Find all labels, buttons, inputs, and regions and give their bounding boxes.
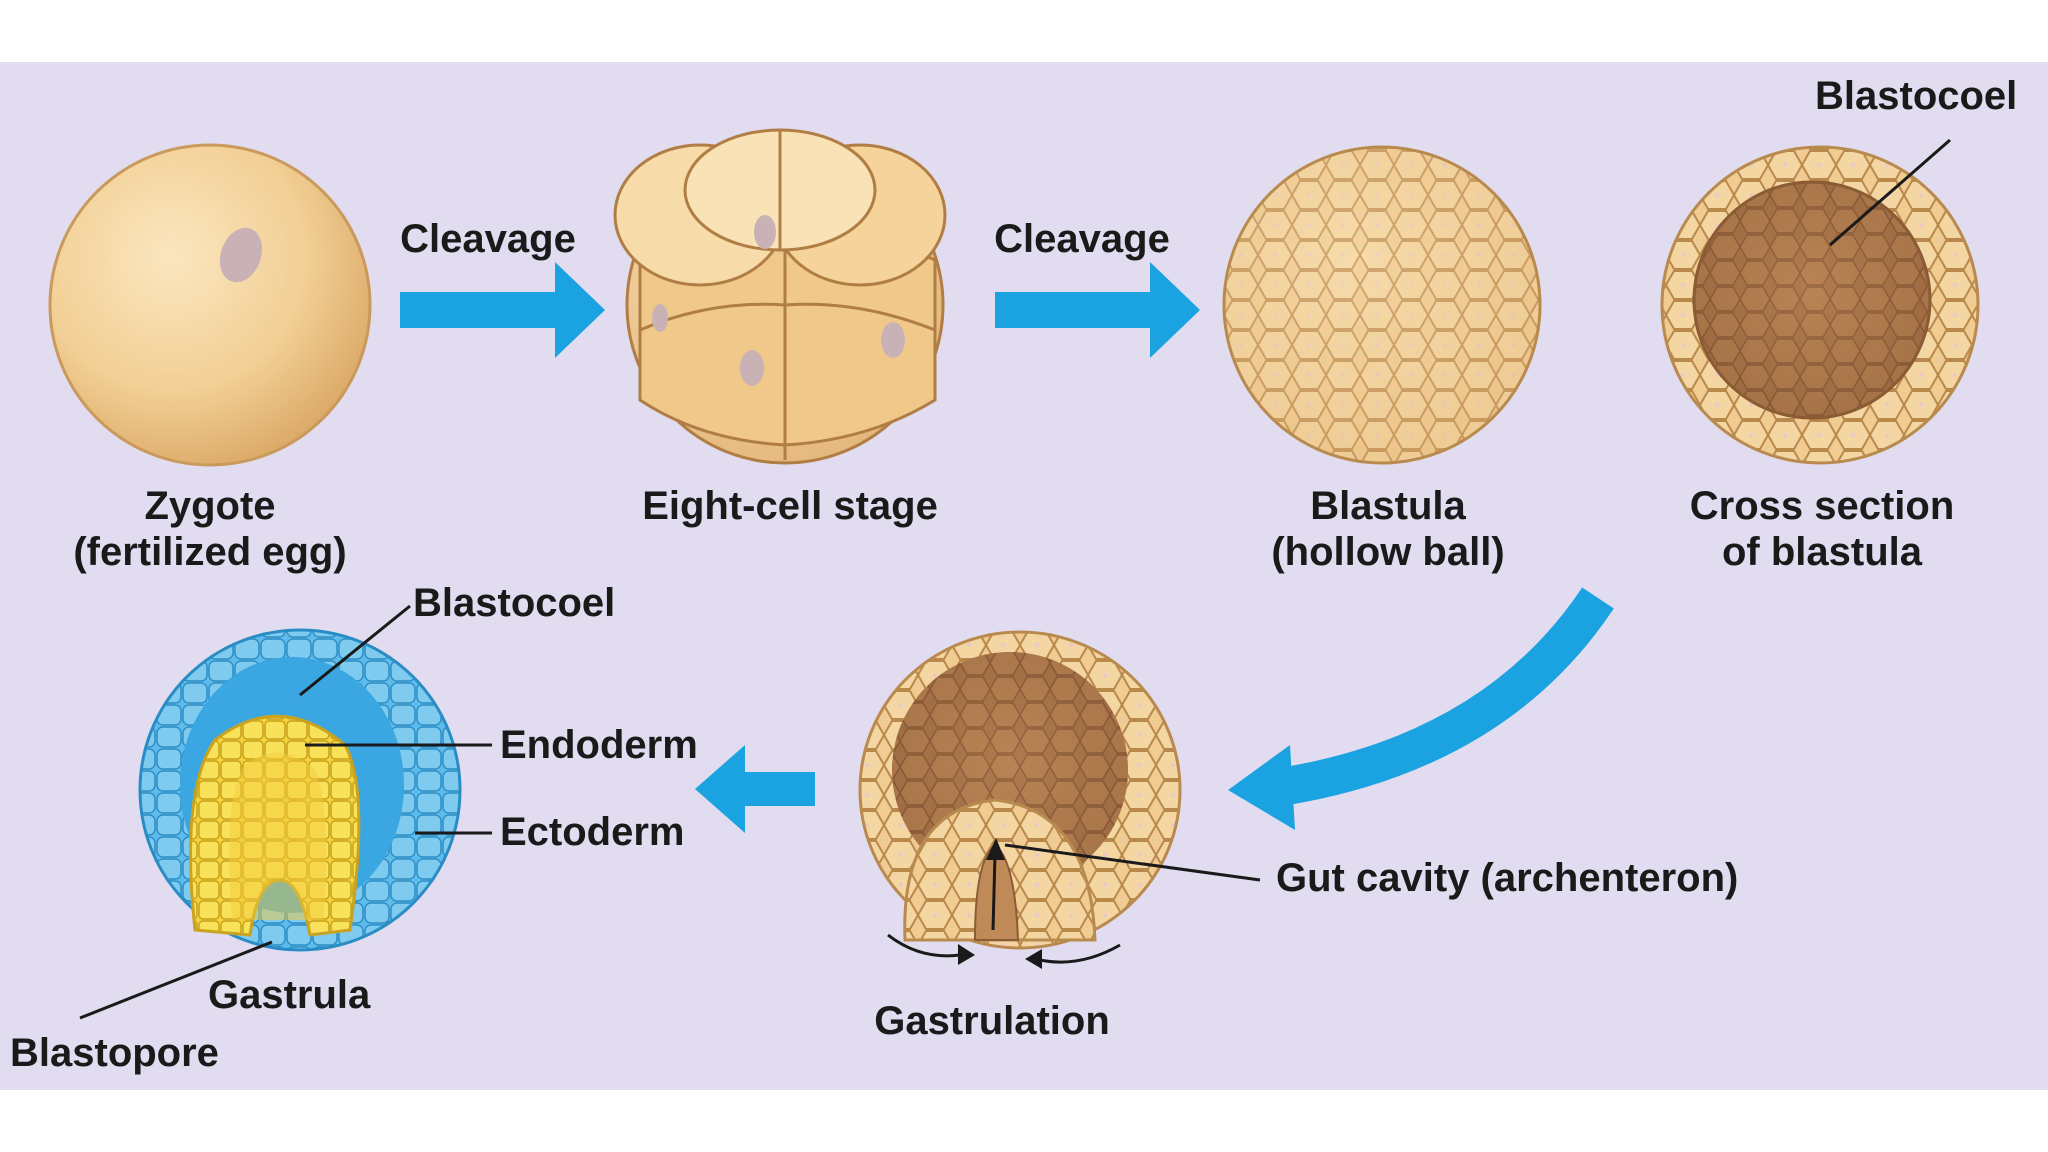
blastocoel-gastrula-label: Blastocoel (413, 581, 616, 625)
blastocoel-top-leader (1829, 138, 1951, 247)
cleavage-arrow-2 (995, 262, 1200, 358)
cross-section-label-line1: Cross section (1689, 484, 1955, 528)
cleavage-arrow-1 (400, 262, 605, 358)
blastocoel-top-label: Blastocoel (1815, 74, 2018, 118)
blastopore-label: Blastopore (10, 1031, 219, 1075)
ectoderm-label: Ectoderm (500, 810, 685, 854)
gastrula-illustration (138, 628, 462, 952)
blastula-label-line1: Blastula (1310, 484, 1466, 528)
zygote-illustration (48, 143, 372, 467)
blastocoel-gastrula-leader (299, 604, 411, 697)
gastrula-label: Gastrula (208, 973, 371, 1017)
gut-cavity-leader (1004, 843, 1261, 882)
zygote-label-line1: Zygote (144, 484, 276, 528)
curved-arrow (1228, 587, 1614, 830)
endoderm-label: Endoderm (500, 723, 698, 767)
eight-cell-illustration (613, 128, 947, 465)
cleavage-label-1: Cleavage (400, 217, 576, 261)
eight-cell-label: Eight-cell stage (642, 484, 938, 528)
blastula-label: Blastula (hollow ball) (1271, 483, 1504, 575)
gastrulation-label: Gastrulation (874, 999, 1110, 1043)
blastula-illustration (1222, 145, 1542, 465)
cross-section-illustration (1660, 145, 1980, 465)
gut-cavity-label: Gut cavity (archenteron) (1276, 856, 1739, 900)
blastopore-leader (79, 940, 273, 1020)
cross-section-label: Cross section of blastula (1690, 483, 1955, 575)
cleavage-label-2: Cleavage (994, 217, 1170, 261)
blastula-label-line2: (hollow ball) (1271, 530, 1505, 574)
gastrulation-arrow (695, 745, 815, 833)
gastrulation-illustration (858, 630, 1182, 969)
zygote-label: Zygote (fertilized egg) (73, 483, 346, 575)
cross-section-label-line2: of blastula (1721, 530, 1923, 574)
zygote-label-line2: (fertilized egg) (73, 530, 347, 574)
